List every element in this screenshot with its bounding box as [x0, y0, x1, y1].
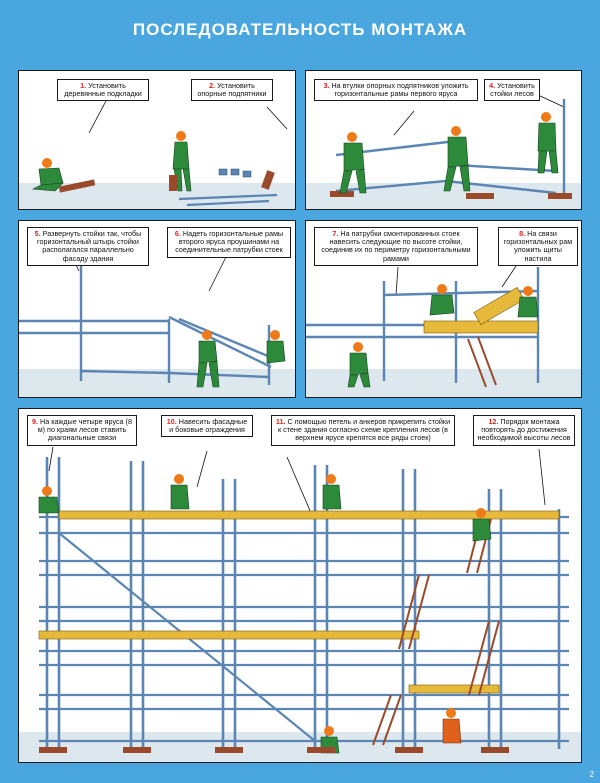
- step-callout-5: 5.Развернуть стойки так, чтобы горизонта…: [27, 227, 149, 266]
- step-callout-7: 7.На патрубки смонтированных стоек навес…: [314, 227, 478, 266]
- step-number: 2.: [209, 81, 216, 90]
- step-text: На патрубки смонтированных стоек навесит…: [321, 229, 471, 263]
- step-callout-4: 4.Установить стойки лесов: [484, 79, 540, 102]
- step-number: 1.: [80, 81, 87, 90]
- worker-icon: [517, 286, 539, 318]
- step-number: 12.: [488, 417, 499, 426]
- step-text: Навесить фасадные и боковые ограждения: [169, 417, 248, 435]
- step-text: С помощью петель и анкеров прикрепить ст…: [277, 417, 451, 443]
- illustration-steps-9-12: [38, 446, 569, 754]
- page-number: 2: [589, 770, 594, 779]
- step-text: Надеть горизонтальные рамы второго яруса…: [175, 229, 284, 255]
- panel-steps-9-12: 9.На каждые четыре яруса (8 м) по краям …: [18, 408, 582, 763]
- step-text: Порядок монтажа повторять до достижения …: [477, 417, 571, 443]
- worker-icon: [266, 330, 286, 364]
- worker-icon: [347, 342, 371, 388]
- step-callout-12: 12.Порядок монтажа повторять до достижен…: [473, 415, 575, 446]
- worker-icon: [170, 474, 190, 510]
- worker-icon: [172, 131, 192, 192]
- illustration-steps-7-8: [306, 256, 540, 388]
- illustration-steps-1-2: [31, 98, 288, 207]
- step-number: 9.: [32, 417, 39, 426]
- step-callout-1: 1.Установить деревянные подкладки: [57, 79, 149, 102]
- worker-icon: [322, 474, 342, 510]
- worker-icon: [38, 486, 60, 514]
- step-text: На втулки опорных подпятников уложить го…: [331, 81, 469, 99]
- step-number: 10.: [166, 417, 177, 426]
- worker-icon: [31, 158, 64, 192]
- step-callout-8: 8.На связи горизонтальных рам уложить щи…: [498, 227, 578, 266]
- poster-title: ПОСЛЕДОВАТЕЛЬНОСТЬ МОНТАЖА: [132, 20, 468, 39]
- illustration-steps-5-6: [19, 254, 286, 388]
- step-text: Установить деревянные подкладки: [64, 81, 142, 99]
- step-number: 3.: [323, 81, 330, 90]
- step-number: 5.: [34, 229, 41, 238]
- step-callout-10: 10.Навесить фасадные и боковые ограждени…: [161, 415, 253, 438]
- step-text: Развернуть стойки так, чтобы горизонталь…: [37, 229, 142, 263]
- worker-icon: [443, 126, 471, 192]
- step-callout-6: 6.Надеть горизонтальные рамы второго яру…: [167, 227, 291, 258]
- step-number: 7.: [332, 229, 339, 238]
- illustration-steps-3-4: [330, 94, 572, 199]
- step-callout-11: 11.С помощью петель и анкеров прикрепить…: [271, 415, 455, 446]
- worker-icon: [429, 284, 455, 316]
- worker-icon: [537, 112, 559, 174]
- worker-icon: [472, 508, 492, 542]
- step-text: Установить стойки лесов: [490, 81, 535, 99]
- step-text: На связи горизонтальных рам уложить щиты…: [503, 229, 573, 263]
- step-text: Установить опорные подпятники: [197, 81, 267, 99]
- panel-steps-7-8: 7.На патрубки смонтированных стоек навес…: [305, 220, 582, 398]
- step-number: 11.: [275, 417, 286, 426]
- panel-steps-5-6: 5.Развернуть стойки так, чтобы горизонта…: [18, 220, 296, 398]
- step-callout-3: 3.На втулки опорных подпятников уложить …: [314, 79, 478, 102]
- step-text: На каждые четыре яруса (8 м) по краям ле…: [37, 417, 132, 443]
- step-callout-9: 9.На каждые четыре яруса (8 м) по краям …: [27, 415, 137, 446]
- worker-icon: [339, 132, 367, 194]
- worker-icon: [442, 708, 462, 744]
- step-number: 6.: [174, 229, 181, 238]
- step-callout-2: 2.Установить опорные подпятники: [191, 79, 273, 102]
- step-number: 4.: [489, 81, 496, 90]
- panel-steps-1-2: 1.Установить деревянные подкладки 2.Уста…: [18, 70, 296, 210]
- panel-steps-3-4: 3.На втулки опорных подпятников уложить …: [305, 70, 582, 210]
- step-number: 8.: [519, 229, 526, 238]
- worker-icon: [196, 330, 220, 388]
